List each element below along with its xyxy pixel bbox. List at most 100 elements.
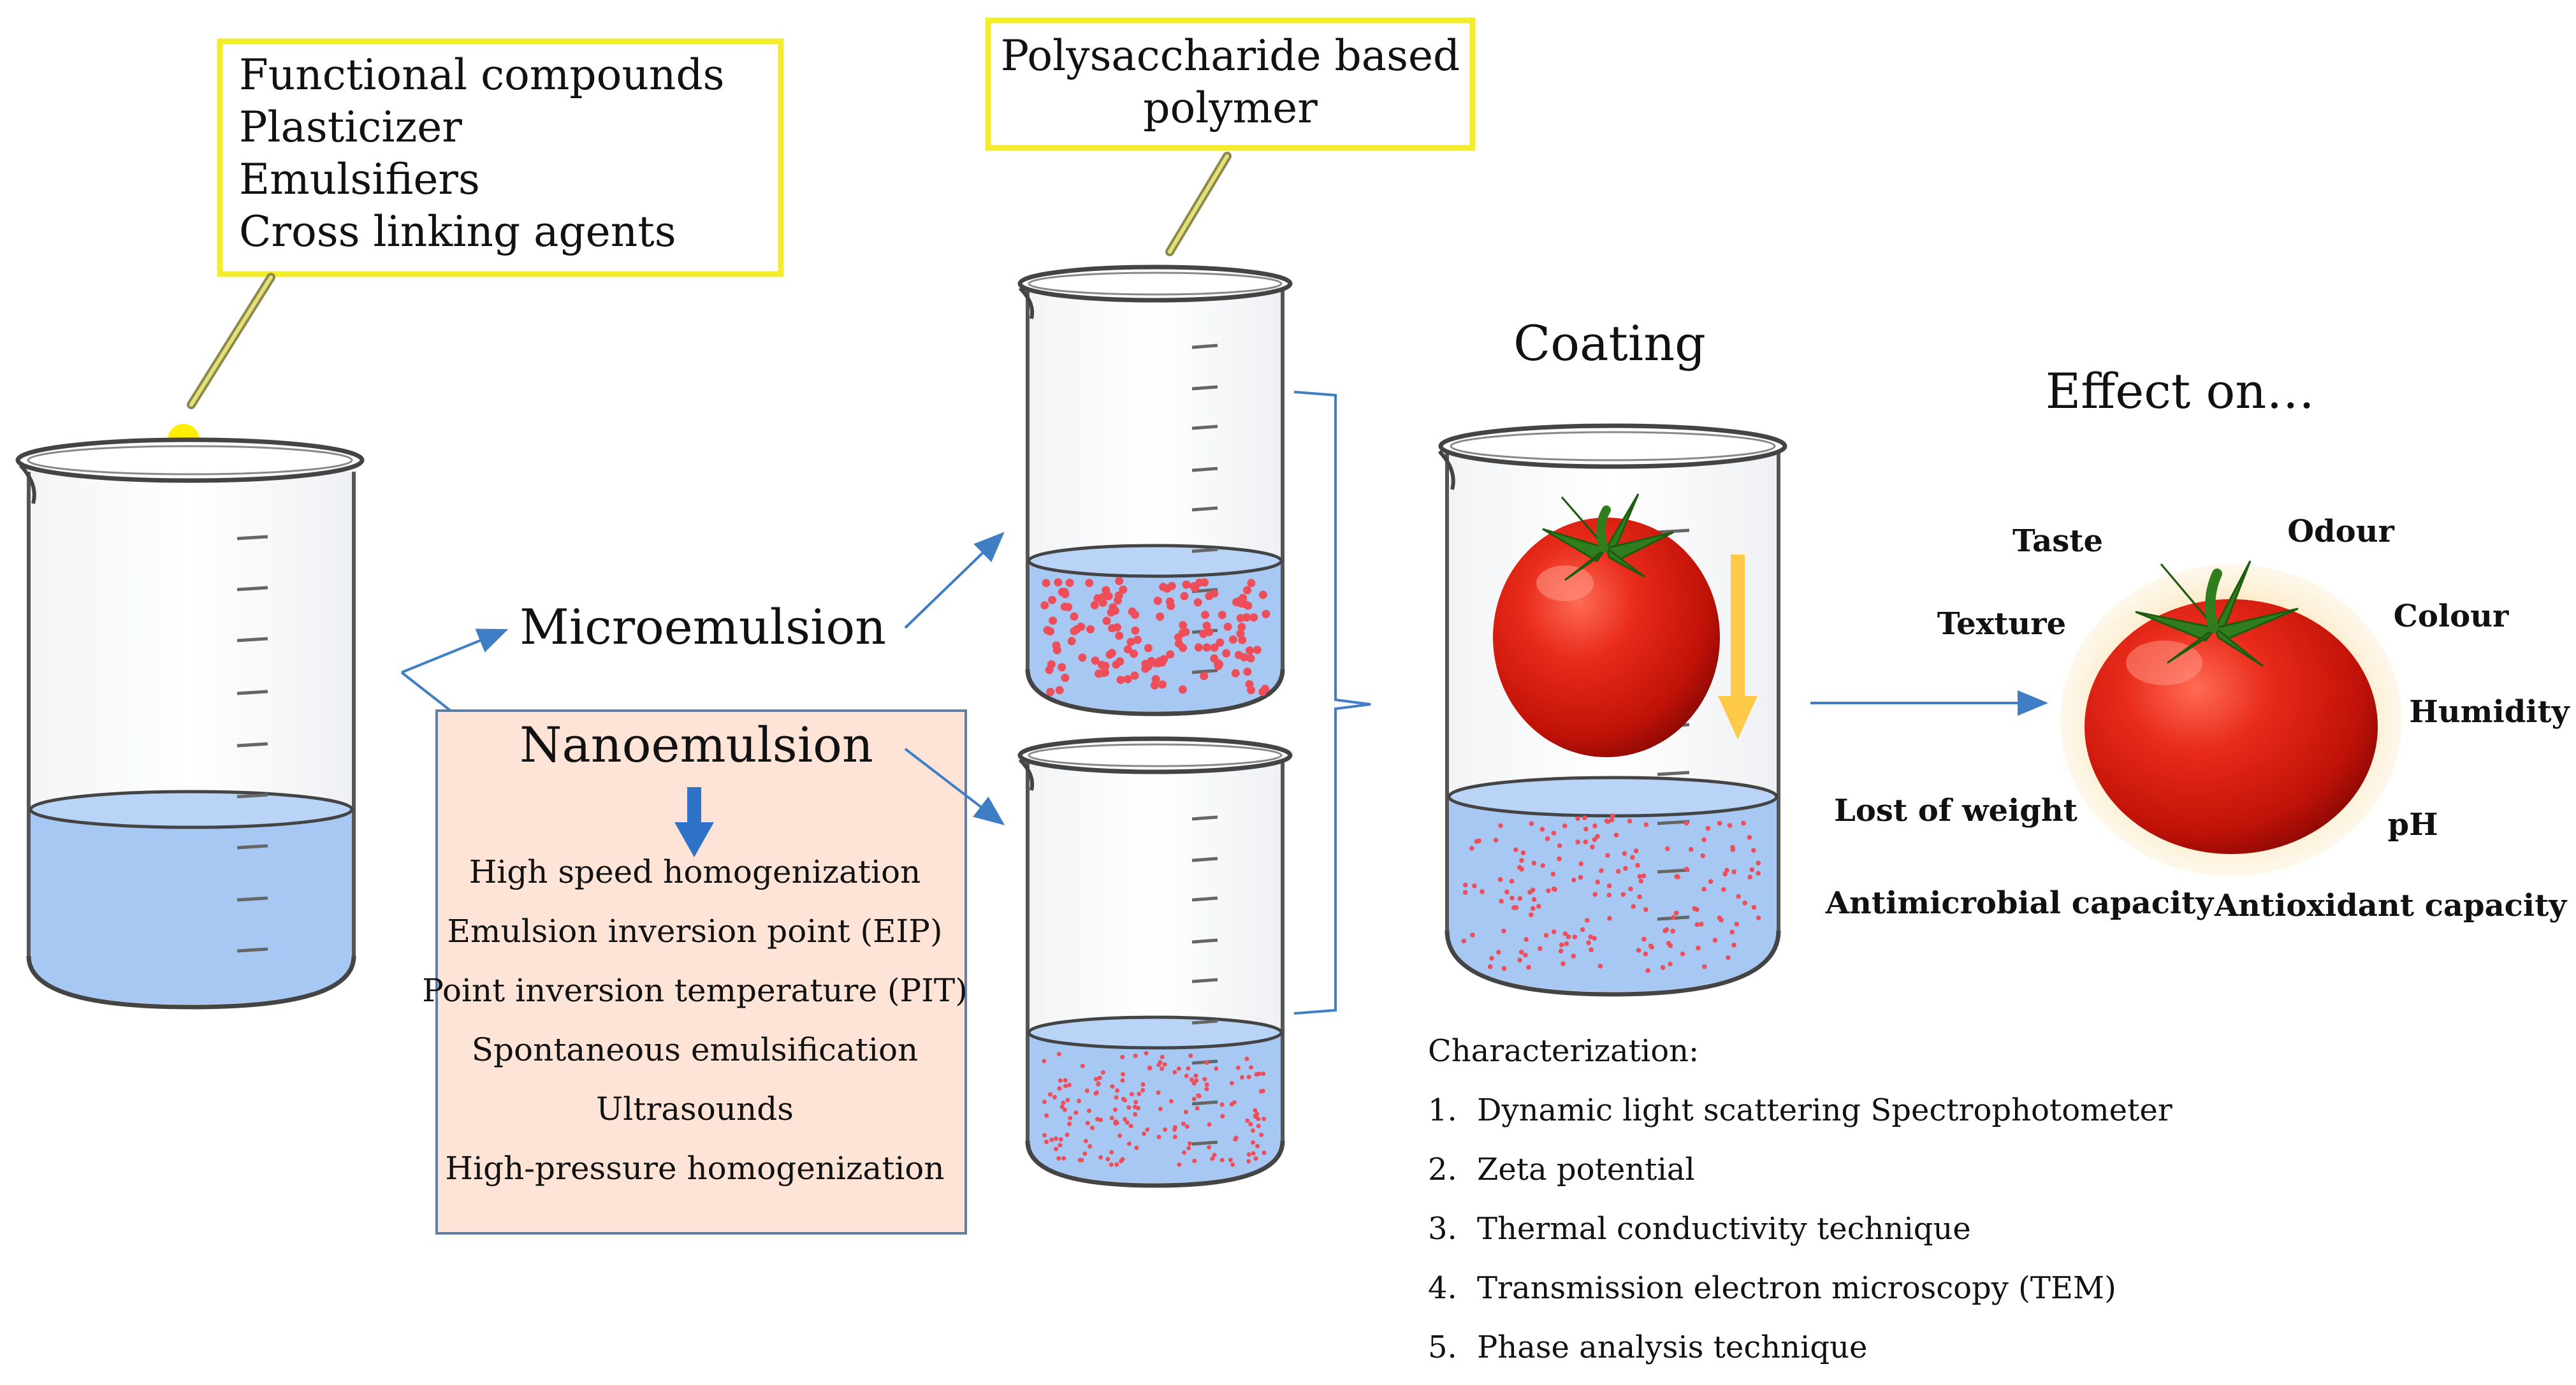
particle-dot: [1519, 858, 1524, 863]
particle-dot: [1249, 613, 1258, 622]
tomato-image-1: [1493, 493, 1720, 757]
particle-dot: [1708, 879, 1714, 884]
particle-dot: [1721, 887, 1726, 892]
particle-dot: [1724, 867, 1729, 873]
particle-dot: [1501, 966, 1507, 971]
particle-dot: [1200, 672, 1209, 680]
particle-dot: [1070, 627, 1079, 635]
particle-dot: [1065, 1098, 1070, 1103]
microemulsion-label: Microemulsion: [520, 598, 886, 655]
particle-dot: [1048, 1092, 1052, 1097]
particle-dot: [1131, 611, 1140, 619]
particle-dot: [1701, 887, 1706, 892]
particle-dot: [1517, 865, 1522, 870]
particle-dot: [1181, 628, 1190, 636]
particle-dot: [1181, 1121, 1186, 1126]
particle-dot: [1055, 686, 1064, 695]
particle-dot: [1120, 1157, 1125, 1162]
particle-dot: [1109, 1162, 1114, 1167]
particle-dot: [1207, 1145, 1212, 1150]
particle-dot: [1585, 918, 1590, 923]
particle-dot: [1613, 832, 1619, 838]
particle-dot: [1461, 938, 1467, 944]
particle-dot: [1531, 897, 1537, 902]
list-item: Transmission electron microscopy (TEM): [1477, 1270, 2116, 1306]
particle-dot: [1671, 915, 1676, 920]
particle-dot: [1578, 861, 1583, 866]
particle-dot: [1177, 1162, 1182, 1167]
particle-dot: [1231, 669, 1240, 678]
particle-dot: [1551, 830, 1557, 836]
particle-dot: [1102, 616, 1111, 625]
particle-dot: [1722, 871, 1728, 876]
particle-dot: [1258, 590, 1267, 599]
particle-dot: [1188, 1053, 1193, 1058]
tomato-image-2: [2085, 560, 2378, 854]
particle-dot: [1571, 954, 1576, 959]
particle-dot: [1042, 1133, 1047, 1138]
particle-dot: [1167, 582, 1176, 590]
particle-dot: [1096, 1082, 1101, 1087]
particle-dot: [1262, 1117, 1267, 1121]
method-item: High-pressure homogenization: [445, 1150, 944, 1187]
particle-dot: [1623, 866, 1628, 871]
particle-dot: [1196, 1093, 1201, 1098]
particle-dot: [1058, 1078, 1063, 1083]
particle-dot: [1129, 1092, 1134, 1097]
particle-dot: [1109, 1115, 1114, 1120]
particle-dot: [1210, 1156, 1215, 1161]
ingredient-line-1: Functional compounds: [239, 50, 724, 99]
particle-dot: [1235, 1065, 1241, 1070]
particle-dot: [1751, 904, 1757, 910]
particle-dot: [1077, 622, 1086, 631]
property-antimicrobial: Antimicrobial capacity: [1825, 885, 2215, 921]
particle-dot: [1054, 1136, 1058, 1141]
particle-dot: [1084, 1088, 1089, 1093]
particle-dot: [1090, 601, 1099, 610]
particle-dot: [1191, 1096, 1197, 1101]
particle-dot: [1734, 922, 1740, 927]
particle-dot: [1236, 629, 1245, 638]
particle-dot: [1498, 823, 1503, 829]
particle-dot: [1126, 637, 1135, 646]
particle-dot: [1202, 1077, 1207, 1082]
particle-dot: [1204, 1087, 1209, 1092]
particle-dot: [1204, 1082, 1209, 1087]
particle-dot: [1253, 646, 1262, 655]
particle-dot: [1236, 614, 1245, 623]
particle-dot: [1052, 646, 1061, 655]
particle-dot: [1513, 847, 1518, 852]
pipette-1: [187, 273, 275, 409]
particle-dot: [1113, 623, 1121, 632]
particle-dot: [1115, 631, 1124, 640]
particle-dot: [1219, 1102, 1225, 1107]
particle-dot: [1712, 938, 1718, 943]
characterization-title: Characterization:: [1428, 1033, 1699, 1069]
particle-dot: [1061, 1101, 1066, 1105]
particle-dot: [1627, 818, 1633, 824]
particle-dot: [1131, 626, 1140, 635]
particle-dot: [1120, 1078, 1125, 1083]
particle-dot: [1462, 882, 1468, 888]
particle-dot: [1140, 1082, 1146, 1087]
particle-dot: [1042, 1099, 1047, 1105]
particle-dot: [1583, 839, 1589, 845]
particle-dot: [1214, 659, 1223, 668]
particle-dot: [1147, 656, 1156, 665]
particle-dot: [1470, 932, 1475, 938]
characterization-list: Characterization: 1. Dynamic light scatt…: [1428, 1033, 2172, 1365]
effect-title: Effect on…: [2046, 363, 2315, 419]
property-ph: pH: [2388, 807, 2438, 843]
method-item: Point inversion temperature (PIT): [422, 972, 968, 1009]
particle-dot: [1558, 948, 1564, 954]
particle-dot: [1694, 907, 1699, 912]
property-lost-weight: Lost of weight: [1834, 793, 2078, 829]
beaker-3: [1017, 736, 1293, 1188]
particle-dot: [1059, 1105, 1065, 1109]
particle-dot: [1123, 645, 1132, 654]
particle-dot: [1551, 929, 1557, 934]
particle-dot: [1643, 822, 1649, 827]
particles-large: [1040, 577, 1270, 697]
